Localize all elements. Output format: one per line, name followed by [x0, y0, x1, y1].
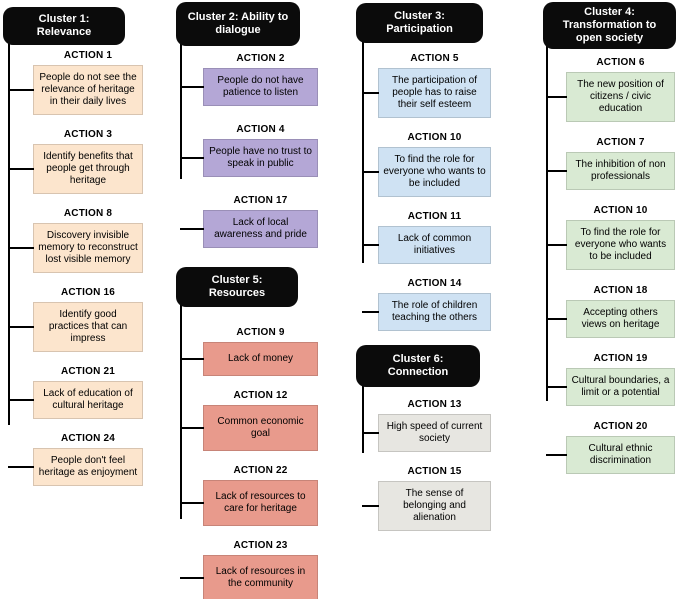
action-label: ACTION 5	[410, 53, 459, 64]
cluster-1-action-1-node[interactable]: People do not see the relevance of herit…	[8, 65, 143, 115]
cluster-1-header[interactable]: Cluster 1: Relevance	[3, 7, 125, 45]
cluster-4-action-7-node[interactable]: The inhibition of non professionals	[546, 151, 675, 190]
cluster-2-action-17-node[interactable]: Lack of local awareness and pride	[180, 210, 318, 248]
connector-spine	[180, 40, 182, 179]
action-item: ACTION 2 People do not have patience to …	[180, 53, 318, 106]
action-label: ACTION 15	[407, 466, 462, 477]
connector-spine	[362, 37, 364, 263]
action-label: ACTION 14	[407, 278, 462, 289]
cluster-3-header[interactable]: Cluster 3: Participation	[356, 3, 483, 43]
action-item: ACTION 8 Discovery invisible memory to r…	[8, 208, 143, 273]
action-label: ACTION 11	[407, 211, 462, 222]
action-item: ACTION 18 Accepting others views on heri…	[546, 284, 675, 338]
cluster-2-action-4-node[interactable]: People have no trust to speak in public	[180, 139, 318, 177]
cluster-5-action-22-node[interactable]: Lack of resources to care for heritage	[180, 480, 318, 526]
action-label: ACTION 18	[593, 284, 648, 296]
connector-spine	[8, 39, 10, 425]
action-label: ACTION 24	[60, 433, 116, 444]
action-label: ACTION 12	[233, 390, 288, 401]
action-label: ACTION 9	[236, 327, 285, 338]
cluster-6-action-15-node[interactable]: The sense of belonging and alienation	[362, 481, 491, 531]
action-item: ACTION 12 Common economic goal	[180, 390, 318, 451]
cluster-3-action-14-node[interactable]: The role of children teaching the others	[362, 293, 491, 331]
action-label: ACTION 22	[233, 465, 288, 476]
action-item: ACTION 10 To find the role for everyone …	[362, 132, 491, 197]
cluster-2-action-2-node[interactable]: People do not have patience to listen	[180, 68, 318, 106]
cluster-3: Cluster 3: Participation ACTION 5 The pa…	[356, 3, 493, 345]
action-label: ACTION 23	[233, 540, 288, 551]
cluster-1-action-3-node[interactable]: Identify benefits that people get throug…	[8, 144, 143, 194]
action-label: ACTION 10	[593, 204, 648, 216]
action-label: ACTION 1	[63, 50, 113, 61]
action-label: ACTION 3	[63, 129, 113, 140]
cluster-5-action-23-node[interactable]: Lack of resources in the community	[180, 555, 318, 599]
action-item: ACTION 23 Lack of resources in the commu…	[180, 540, 318, 599]
action-label: ACTION 10	[407, 132, 462, 143]
action-label: ACTION 7	[596, 136, 645, 148]
action-label: ACTION 16	[60, 287, 116, 298]
action-label: ACTION 2	[236, 53, 285, 64]
cluster-4-action-18-node[interactable]: Accepting others views on heritage	[546, 299, 675, 338]
cluster-6-items: ACTION 13 High speed of current society …	[362, 399, 491, 531]
action-item: ACTION 1 People do not see the relevance…	[8, 50, 143, 115]
cluster-2-header[interactable]: Cluster 2: Ability to dialogue	[176, 2, 300, 46]
cluster-4-action-6-node[interactable]: The new position of citizens / civic edu…	[546, 71, 675, 122]
action-item: ACTION 21 Lack of education of cultural …	[8, 366, 143, 419]
action-label: ACTION 13	[407, 399, 462, 410]
cluster-4-action-10-node[interactable]: To find the role for everyone who wants …	[546, 219, 675, 270]
cluster-3-items: ACTION 5 The participation of people has…	[362, 53, 491, 331]
cluster-1-action-8-node[interactable]: Discovery invisible memory to reconstruc…	[8, 223, 143, 273]
cluster-5-items: ACTION 9 Lack of money ACTION 12 Common …	[180, 327, 318, 599]
cluster-1-action-21-node[interactable]: Lack of education of cultural heritage	[8, 381, 143, 419]
cluster-4-items: ACTION 6 The new position of citizens / …	[546, 56, 675, 474]
cluster-6-header[interactable]: Cluster 6: Connection	[356, 345, 480, 387]
cluster-4-action-20-node[interactable]: Cultural ethnic discrimination	[546, 435, 675, 474]
cluster-2-items: ACTION 2 People do not have patience to …	[180, 53, 318, 248]
action-label: ACTION 19	[593, 352, 648, 364]
cluster-4: Cluster 4: Transformation to open societ…	[543, 2, 676, 489]
connector-spine	[362, 381, 364, 453]
cluster-1-action-24-node[interactable]: People don't feel heritage as enjoyment	[8, 448, 143, 486]
cluster-3-action-10-node[interactable]: To find the role for everyone who wants …	[362, 147, 491, 197]
cluster-5-action-9-node[interactable]: Lack of money	[180, 342, 318, 376]
action-item: ACTION 4 People have no trust to speak i…	[180, 124, 318, 177]
action-label: ACTION 21	[60, 366, 116, 377]
action-item: ACTION 19 Cultural boundaries, a limit o…	[546, 352, 675, 406]
action-item: ACTION 22 Lack of resources to care for …	[180, 465, 318, 526]
connector-spine	[546, 43, 548, 401]
action-item: ACTION 20 Cultural ethnic discrimination	[546, 420, 675, 474]
action-item: ACTION 5 The participation of people has…	[362, 53, 491, 118]
cluster-5: Cluster 5: Resources ACTION 9 Lack of mo…	[176, 267, 321, 599]
cluster-4-header[interactable]: Cluster 4: Transformation to open societ…	[543, 2, 676, 49]
action-item: ACTION 9 Lack of money	[180, 327, 318, 376]
cluster-3-action-5-node[interactable]: The participation of people has to raise…	[362, 68, 491, 118]
cluster-6: Cluster 6: Connection ACTION 13 High spe…	[356, 345, 493, 545]
action-item: ACTION 24 People don't feel heritage as …	[8, 433, 143, 486]
cluster-4-action-19-node[interactable]: Cultural boundaries, a limit or a potent…	[546, 367, 675, 406]
cluster-3-action-11-node[interactable]: Lack of common initiatives	[362, 226, 491, 264]
cluster-6-action-13-node[interactable]: High speed of current society	[362, 414, 491, 452]
action-item: ACTION 3 Identify benefits that people g…	[8, 129, 143, 194]
action-label: ACTION 4	[236, 124, 285, 135]
action-label: ACTION 20	[593, 420, 648, 432]
action-label: ACTION 17	[233, 195, 288, 206]
action-label: ACTION 8	[63, 208, 113, 219]
action-item: ACTION 10 To find the role for everyone …	[546, 204, 675, 270]
action-label: ACTION 6	[596, 56, 645, 68]
cluster-1-items: ACTION 1 People do not see the relevance…	[8, 50, 143, 486]
action-item: ACTION 16 Identify good practices that c…	[8, 287, 143, 352]
cluster-1: Cluster 1: Relevance ACTION 1 People do …	[3, 7, 146, 500]
cluster-1-action-16-node[interactable]: Identify good practices that can impress	[8, 302, 143, 352]
action-item: ACTION 11 Lack of common initiatives	[362, 211, 491, 264]
cluster-5-header[interactable]: Cluster 5: Resources	[176, 267, 298, 307]
connector-spine	[180, 301, 182, 519]
action-item: ACTION 14 The role of children teaching …	[362, 278, 491, 331]
action-item: ACTION 15 The sense of belonging and ali…	[362, 466, 491, 531]
cluster-2: Cluster 2: Ability to dialogue ACTION 2 …	[176, 2, 321, 266]
action-item: ACTION 7 The inhibition of non professio…	[546, 136, 675, 190]
action-item: ACTION 13 High speed of current society	[362, 399, 491, 452]
action-item: ACTION 17 Lack of local awareness and pr…	[180, 195, 318, 248]
cluster-5-action-12-node[interactable]: Common economic goal	[180, 405, 318, 451]
action-item: ACTION 6 The new position of citizens / …	[546, 56, 675, 122]
